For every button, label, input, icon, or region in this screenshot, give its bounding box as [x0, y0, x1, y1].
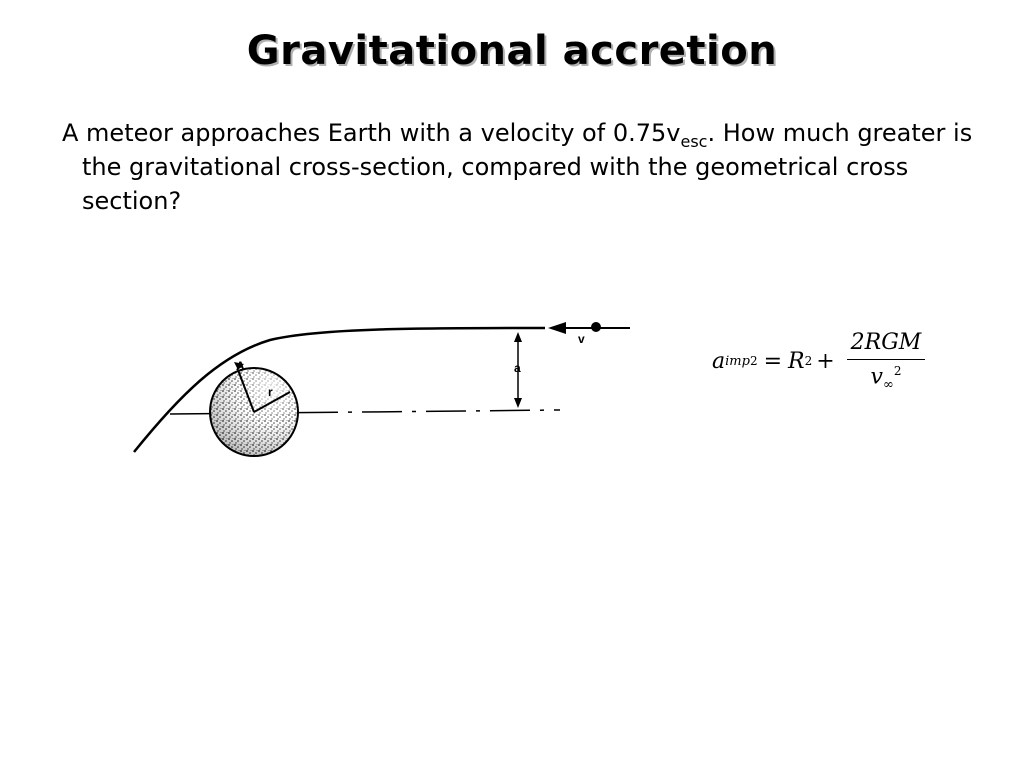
offset-arrow-bottom: [514, 398, 522, 408]
offset-arrow-top: [514, 332, 522, 342]
meteor-dot: [591, 322, 601, 332]
formula-lhs-subscript: imp: [725, 353, 750, 369]
formula-equals: =: [763, 348, 783, 374]
meteor-trajectory: [133, 326, 546, 453]
point-a-arrow: [234, 362, 244, 370]
radius-line-r: [253, 391, 291, 413]
formula-den-symbol: v: [870, 364, 883, 390]
formula-plus: +: [816, 348, 835, 374]
label-radius: r: [268, 385, 273, 399]
formula-r-power: 2: [804, 354, 813, 369]
question-text-after: . How much greater is the gravitational …: [82, 119, 973, 215]
formula-lhs-symbol: a: [712, 348, 726, 374]
formula-numerator: 2RGM: [846, 330, 926, 360]
velocity-arrowhead: [548, 322, 566, 334]
question-subscript: esc: [680, 131, 708, 151]
formula-fraction: 2RGM v∞2: [846, 330, 926, 393]
question-text: A meteor approaches Earth with a velocit…: [62, 116, 982, 218]
slide-title: Gravitational accretion: [246, 28, 778, 74]
radius-line-to-a: [237, 369, 255, 413]
formula-den-power: 2: [893, 364, 902, 378]
label-point-a: A: [236, 359, 245, 373]
formula-denominator: v∞2: [871, 360, 902, 393]
formula-r-symbol: R: [788, 348, 805, 374]
label-velocity: v: [578, 332, 585, 346]
accretion-diagram: A r a v: [133, 322, 630, 457]
label-offset: a: [514, 361, 521, 375]
question-text-before: A meteor approaches Earth with a velocit…: [62, 119, 681, 147]
formula-den-subscript: ∞: [882, 377, 894, 393]
formula-lhs-power: 2: [749, 354, 758, 369]
